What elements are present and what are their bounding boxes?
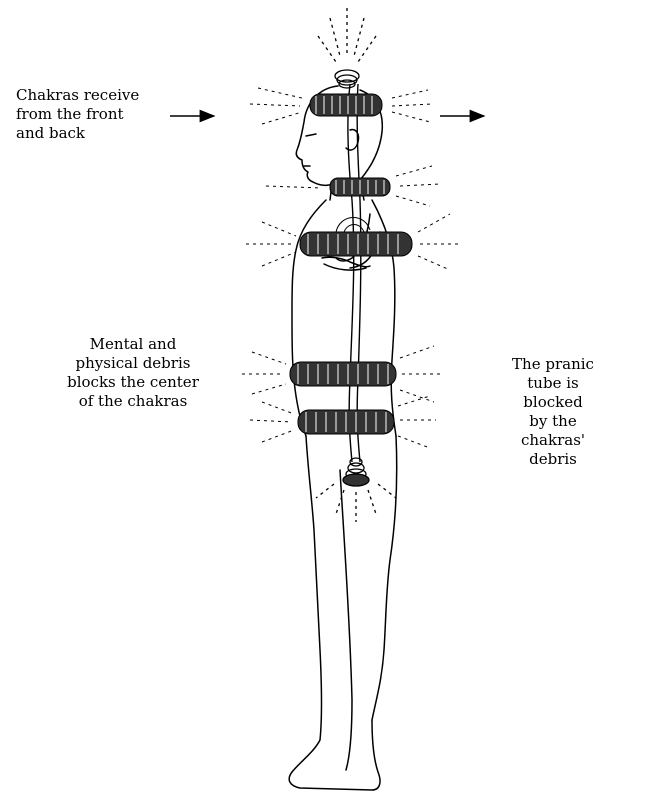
chakra-solar-plexus — [242, 346, 440, 402]
chakra-sacral — [250, 396, 436, 448]
chakra-throat — [266, 166, 440, 206]
chakra-crown — [318, 8, 376, 88]
chakra-root — [316, 458, 396, 522]
chakra-brow — [250, 88, 432, 124]
